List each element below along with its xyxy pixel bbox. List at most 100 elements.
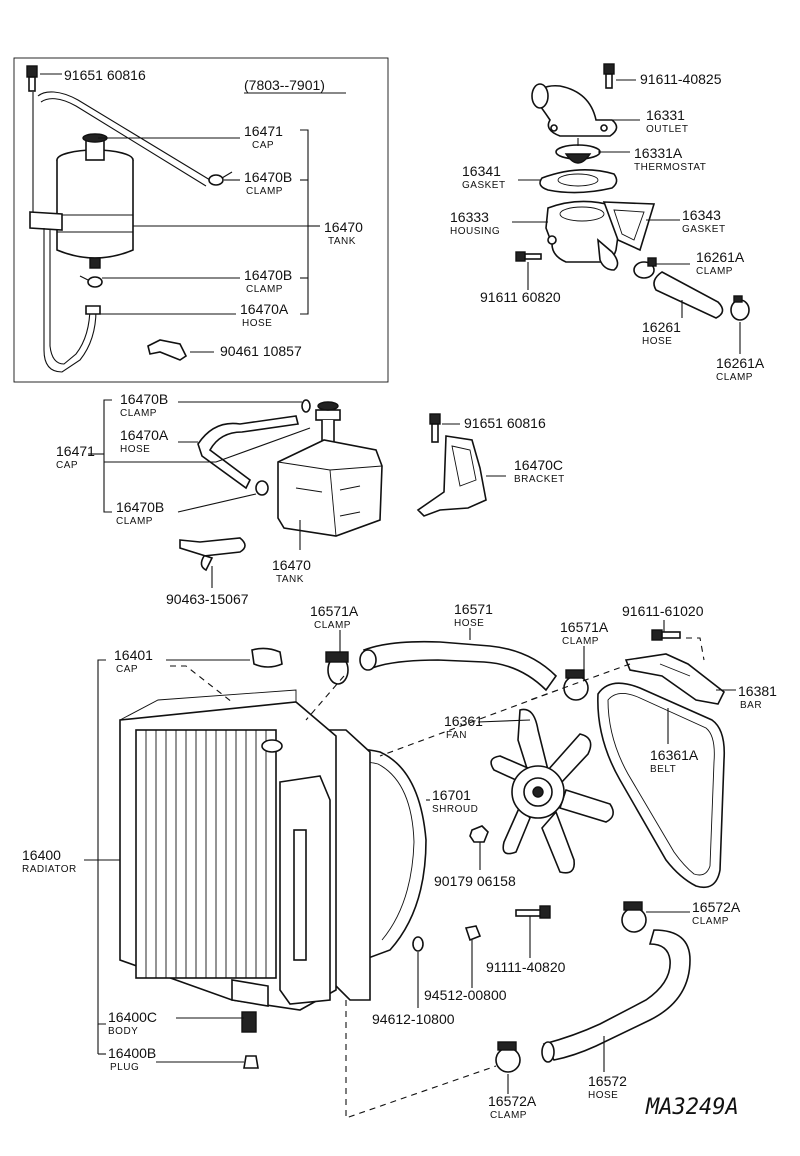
part-number: 16470A [240,301,289,317]
part-number: 16470B [116,499,164,515]
part-number: 91611-61020 [622,603,704,619]
part-number: 91611 60820 [480,289,561,305]
reservoir-tank-icon [56,133,134,269]
part-name: CLAMP [246,284,283,295]
part-number: 16572A [692,899,741,915]
drawing-code: MA3249A [645,1095,739,1120]
upper-hose-icon [359,640,558,692]
part-name: CAP [252,140,274,151]
clamp-icon [730,295,750,321]
part-number: 16401 [114,647,153,663]
part-number: 16400B [108,1045,156,1061]
part-number: 16470A [120,427,169,443]
part-name: CLAMP [490,1110,527,1121]
part-name: BODY [108,1026,138,1037]
bolt-icon [515,905,551,919]
part-number: 16571A [560,619,609,635]
part-number: 94612-10800 [372,1011,455,1027]
part-name: HOSE [642,336,672,347]
part-number: 90461 10857 [220,343,302,359]
part-name: HOSE [454,618,484,629]
part-name: CLAMP [314,620,351,631]
part-name: CLAMP [120,408,157,419]
part-number: 16361 [444,713,483,729]
part-number: 91611-40825 [640,71,722,87]
part-number: 16400C [108,1009,157,1025]
part-name: TANK [276,574,304,585]
part-name: GASKET [462,180,506,191]
thermostat-housing-icon [545,200,621,271]
nut-icon [469,825,489,843]
water-outlet-icon [531,83,618,137]
bolt-icon [429,413,441,443]
part-number: 94512-00800 [424,987,507,1003]
part-number: 16571A [310,603,359,619]
part-number: 16261A [696,249,745,265]
inset-frame [13,57,389,383]
clamp-icon [621,901,647,933]
part-number: 91111-40820 [486,959,566,975]
radiator-cap-icon [251,647,283,668]
part-number: 16470 [272,557,311,573]
part-name: CLAMP [696,266,733,277]
adjusting-bar-icon [624,653,726,705]
part-name: CLAMP [716,372,753,383]
drain-plug-icon [241,1011,259,1069]
belt-icon [597,682,726,889]
part-number: 16261A [716,355,765,371]
part-number: 16471 [244,123,283,139]
bolt-icon [515,251,542,262]
hose-icon [653,271,724,319]
bracket-icon [147,339,188,361]
part-number: 16331 [646,107,685,123]
part-number: 16471 [56,443,95,459]
part-name: CAP [116,664,138,675]
part-number: 91651 60816 [464,415,546,431]
clamp-icon [495,1041,521,1073]
reservoir-tank-icon [277,439,383,537]
part-name: GASKET [682,224,726,235]
part-number: 16470C [514,457,563,473]
clamp-icon [563,669,589,701]
bolt-icon [26,65,38,92]
part-name: HOUSING [450,226,500,237]
hose-icon [197,415,299,490]
part-number: 16400 [22,847,61,863]
radiator-icon [119,689,337,1011]
part-name: CLAMP [116,516,153,527]
washer-icon [464,925,482,942]
part-name: RADIATOR [22,864,77,875]
bracket-icon [416,435,487,517]
part-name: HOSE [242,318,272,329]
part-number: 16572A [488,1093,537,1109]
lower-hose-icon [541,929,691,1063]
date-range-label: (7803--7901) [244,77,325,93]
clamp-icon [633,257,657,279]
part-name: HOSE [588,1090,618,1101]
part-name: CLAMP [246,186,283,197]
part-name: CLAMP [562,636,599,647]
part-name: CAP [56,460,78,471]
part-number: 16361A [650,747,699,763]
washer-icon [412,936,424,952]
bolt-icon [651,629,681,641]
clamp-icon [79,275,103,288]
fan-icon [490,708,614,874]
part-name: BELT [650,764,676,775]
part-number: 16470 [324,219,363,235]
bolt-icon [603,63,615,89]
part-number: 16261 [642,319,681,335]
part-name: TANK [328,236,356,247]
strap-icon [179,537,246,572]
part-number: 90179 06158 [434,873,516,889]
part-name: BRACKET [514,474,565,485]
part-name: PLUG [110,1062,139,1073]
part-number: 16341 [462,163,501,179]
part-number: 16381 [738,683,777,699]
part-number: 16331A [634,145,683,161]
clamp-icon [255,480,269,496]
part-name: CLAMP [692,916,729,927]
